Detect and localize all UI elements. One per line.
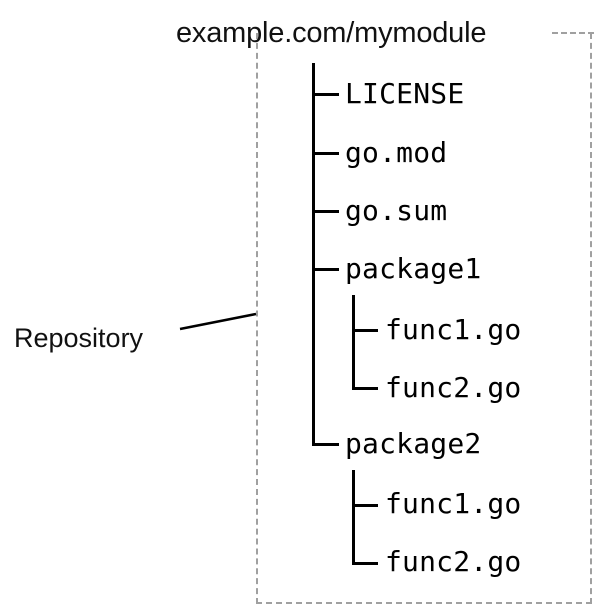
tree-item-go-mod[interactable]: go.mod	[345, 124, 447, 182]
tree-item-label: package2	[345, 427, 482, 460]
tree-trunk-package1-children	[352, 295, 355, 389]
tree-tick-package2	[312, 443, 339, 446]
tree-item-label: LICENSE	[345, 77, 465, 110]
tree-tick-package1	[312, 268, 339, 271]
tree-item-package1-func1[interactable]: func1.go	[385, 301, 521, 359]
tree-tick-go-sum	[312, 210, 339, 213]
tree-item-label: go.sum	[345, 194, 448, 227]
tree-tick-package2-func2	[352, 562, 378, 565]
tree-item-label: func2.go	[385, 545, 522, 578]
tree-item-license[interactable]: LICENSE	[345, 65, 464, 123]
tree-item-label: go.mod	[345, 136, 448, 169]
tree-tick-package1-func1	[352, 329, 378, 332]
tree-item-label: func1.go	[385, 487, 522, 520]
module-path-title: example.com/mymodule	[176, 17, 487, 49]
tree-trunk-level-1	[312, 63, 315, 446]
repository-callout-label: Repository	[14, 323, 144, 353]
tree-item-go-sum[interactable]: go.sum	[345, 182, 447, 240]
tree-tick-package1-func2	[352, 387, 378, 390]
tree-item-label: func1.go	[385, 313, 522, 346]
tree-item-package2[interactable]: package2	[345, 415, 481, 473]
tree-tick-go-mod	[312, 152, 339, 155]
tree-item-package1-func2[interactable]: func2.go	[385, 359, 521, 417]
tree-item-label: package1	[345, 252, 482, 285]
tree-tick-license	[312, 93, 339, 96]
tree-item-label: func2.go	[385, 371, 522, 404]
tree-trunk-package2-children	[352, 470, 355, 564]
tree-item-package1[interactable]: package1	[345, 240, 481, 298]
tree-item-package2-func2[interactable]: func2.go	[385, 533, 521, 591]
tree-tick-package2-func1	[352, 504, 378, 507]
tree-item-package2-func1[interactable]: func1.go	[385, 475, 521, 533]
